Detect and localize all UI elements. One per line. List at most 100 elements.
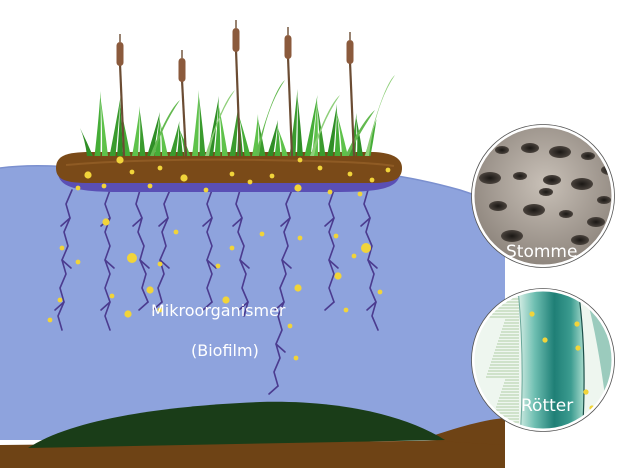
bacteria-dot-icon (180, 174, 188, 182)
bacteria-dot-icon (146, 286, 154, 294)
pore (521, 143, 539, 153)
bacteria-dot-icon (222, 296, 230, 304)
bacteria-dot-icon (385, 167, 391, 173)
root-branch (158, 217, 169, 227)
root-branch (328, 259, 339, 269)
grass-icon (80, 128, 93, 156)
bacteria-dot-icon (294, 184, 302, 192)
bacteria-dot-icon (357, 191, 363, 197)
grass-icon (100, 94, 108, 156)
bacteria-dot-icon (173, 229, 179, 235)
grass-icon (198, 93, 206, 156)
bacteria-dot-icon (215, 263, 221, 269)
root-icon (235, 189, 249, 317)
root-branch (100, 301, 111, 311)
bacteria-dot-icon (147, 183, 153, 189)
pore (571, 178, 593, 190)
bacteria-dot-icon (102, 218, 110, 226)
root-branch (366, 301, 377, 311)
grass-icon (252, 114, 259, 156)
green-mound (28, 401, 445, 448)
root-branch (60, 217, 71, 227)
grass-icon (159, 118, 168, 156)
root-branch (239, 259, 250, 269)
bacteria-dot-icon (297, 235, 303, 241)
root-branch (280, 217, 291, 227)
bacteria-dot-icon (59, 245, 65, 251)
pore (597, 196, 611, 204)
root-icon (273, 189, 293, 387)
reed-plant-icon (348, 61, 356, 157)
bacteria-dot-icon (351, 253, 357, 259)
grass-icon (336, 110, 348, 156)
stomme-label: Stomme (506, 242, 578, 262)
root-branch (138, 301, 149, 311)
grass-icon (364, 119, 377, 156)
grass-icon (289, 89, 298, 156)
bacteria-dot-icon (157, 307, 163, 313)
root-branch (132, 217, 143, 227)
pore (513, 172, 527, 180)
bacteria-dot-icon (327, 189, 333, 195)
pore (571, 235, 589, 245)
bacteria-dot-icon (297, 157, 303, 163)
leaf (205, 90, 235, 156)
bacteria-dot-icon (157, 261, 163, 267)
grass-icon (169, 121, 180, 156)
floating-mat (56, 152, 402, 192)
pore (587, 217, 605, 227)
pore (539, 188, 553, 196)
pore (501, 230, 523, 242)
bacteria-dot-icon (157, 165, 163, 171)
grass-icon (192, 90, 199, 156)
bacteria-dot-icon (287, 323, 293, 329)
pore (581, 152, 595, 160)
plant-roots (54, 189, 379, 395)
grass-icon (207, 96, 219, 156)
biofilm-label: (Biofilm) (191, 341, 259, 360)
root-icon (363, 189, 379, 331)
grass-icon (274, 123, 281, 156)
leaf (150, 100, 180, 156)
grass-icon (327, 104, 337, 156)
root-branch (232, 217, 243, 227)
bacteria-dot-icon (347, 171, 353, 177)
grass-icon (214, 99, 221, 156)
bacteria-dot-icon (75, 185, 81, 191)
root-icon (328, 189, 335, 303)
bacteria-dot-icon (334, 272, 342, 280)
bacteria-dot-icon (229, 245, 235, 251)
bacteria-dot-icon (47, 317, 53, 323)
grass-icon (139, 109, 146, 156)
bacteria-dot-icon (116, 156, 124, 164)
mat-top (56, 152, 402, 183)
microorganisms-label: Mikroorganismer (151, 301, 286, 320)
root-branch (104, 259, 115, 269)
zoom-circle-rotter (471, 288, 615, 432)
bacteria-dot-icon (361, 243, 371, 253)
bacteria-dot-icon (259, 231, 265, 237)
root-branch (54, 301, 65, 311)
bacteria-dot-icon (317, 165, 323, 171)
grass-icon (117, 100, 123, 156)
grass-icon (304, 95, 318, 156)
root-branch (139, 259, 150, 269)
bacteria-dot-icon (247, 179, 253, 185)
leaf (365, 75, 395, 156)
root-icon (206, 189, 213, 303)
root-icon (135, 189, 149, 303)
grass-icon (94, 91, 101, 156)
bacteria-dot-icon (109, 293, 115, 299)
pore (559, 210, 573, 218)
grass-icon (154, 115, 161, 156)
root-branch (61, 259, 72, 269)
pore (495, 146, 509, 154)
pore (489, 201, 507, 211)
bacteria-dot-icon (127, 253, 137, 263)
leaf (255, 80, 285, 156)
bacteria-dot-icon (229, 171, 235, 177)
root-branch (238, 301, 249, 311)
bacteria-dot-icon (369, 177, 375, 183)
root-branch (367, 259, 378, 269)
